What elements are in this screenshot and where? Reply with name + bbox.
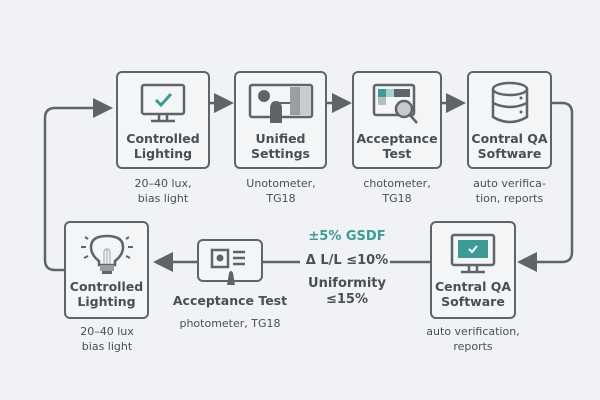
step-caption: chotometer,TG18 — [363, 177, 431, 205]
step-contral-qa-software[interactable]: Contral QA Software — [467, 71, 552, 169]
step-unified-settings[interactable]: Unified Settings — [234, 71, 327, 169]
light-bulb-icon — [80, 234, 133, 274]
step-caption: auto verification,reports — [426, 325, 520, 353]
step-caption: Unotometer,TG18 — [246, 177, 316, 205]
step-title: Controlled — [126, 131, 200, 146]
acceptance-test-title: Acceptance Test — [172, 293, 288, 308]
step-title: Acceptance — [356, 131, 438, 146]
step-title: Lighting — [133, 146, 193, 161]
step-title: Central QA — [434, 279, 512, 294]
step-acceptance-test[interactable]: Acceptance Test — [352, 71, 442, 169]
id-card-icon — [210, 248, 245, 285]
monitor-check-icon — [450, 233, 496, 274]
step-title: Settings — [250, 146, 310, 161]
step-title: Software — [441, 294, 505, 309]
connector-right — [517, 101, 574, 272]
step-title: Software — [477, 146, 542, 161]
step-acceptance-test-bottom[interactable] — [197, 239, 263, 285]
metric-uniformity: Uniformity≤15% — [308, 276, 386, 307]
presentation-screen-icon — [248, 83, 313, 123]
step-central-qa-software[interactable]: Central QA Software — [430, 221, 516, 319]
step-controlled-lighting-bottom[interactable]: Controlled Lighting — [64, 221, 149, 319]
step-caption: auto verifica-tion, reports — [473, 177, 546, 205]
test-pattern-magnifier-icon — [372, 83, 418, 124]
step-title: Contral QA — [471, 131, 548, 146]
step-title: Lighting — [77, 294, 136, 309]
step-title: Test — [382, 146, 412, 161]
database-icon — [491, 81, 528, 124]
step-title: Controlled — [69, 279, 144, 294]
step-controlled-lighting[interactable]: Controlled Lighting — [116, 71, 210, 169]
acceptance-test-caption: photometer, TG18 — [179, 317, 281, 330]
metric-gsdf: ±5% GSDF — [308, 229, 386, 244]
metric-delta-luminance: Δ L/L ≤10% — [305, 253, 389, 268]
connector-left — [43, 98, 113, 272]
step-title: Unified — [255, 131, 306, 146]
step-caption: 20–40 lux,bias light — [134, 177, 192, 205]
monitor-check-icon — [140, 83, 186, 123]
